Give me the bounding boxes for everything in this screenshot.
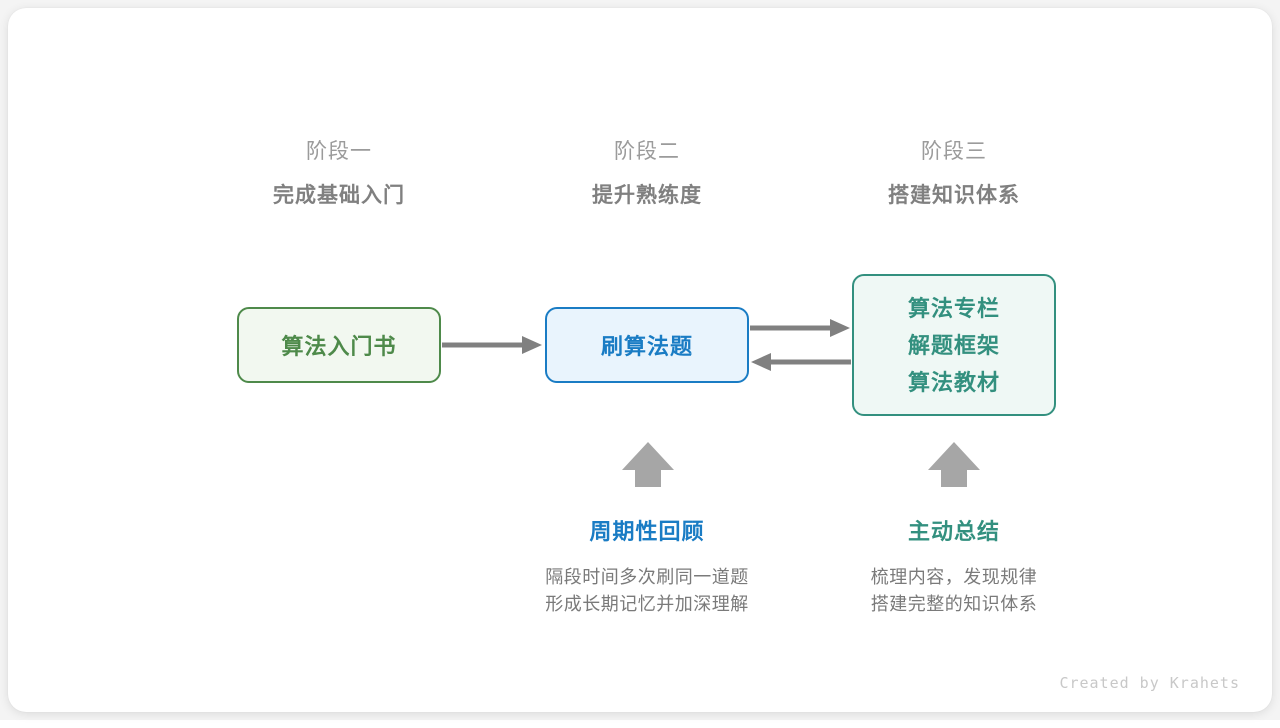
annotation-description-line-1: 梳理内容，发现规律 (870, 567, 1038, 587)
node-label: 刷算法题 (600, 334, 693, 359)
arrow-up-review (622, 442, 674, 487)
stage-header-3: 阶段三 搭建知识体系 (824, 137, 1084, 212)
annotation-description-line-2: 搭建完整的知识体系 (870, 594, 1038, 614)
arrow-book-to-practice (442, 336, 542, 354)
arrow-up-summary (928, 442, 980, 487)
annotation-periodic-review: 周期性回顾 隔段时间多次刷同一道题 形成长期记忆并加深理解 (497, 517, 797, 618)
credit-text: Created by Krahets (1059, 674, 1240, 692)
stage-ordinal-3: 阶段三 (921, 140, 987, 163)
node-label-line-2: 解题框架 (907, 332, 1000, 358)
stage-title-2: 提升熟练度 (592, 184, 702, 207)
node-learning-resources[interactable]: 算法专栏 解题框架 算法教材 (852, 274, 1056, 416)
stage-ordinal-2: 阶段二 (614, 140, 680, 163)
diagram-card: 阶段一 完成基础入门 阶段二 提升熟练度 阶段三 搭建知识体系 算法入门书 刷算… (8, 8, 1272, 712)
stage-title-1: 完成基础入门 (273, 184, 405, 207)
arrow-practice-to-resources (750, 319, 850, 337)
annotation-active-summary: 主动总结 梳理内容，发现规律 搭建完整的知识体系 (804, 517, 1104, 618)
node-algorithm-intro-book[interactable]: 算法入门书 (237, 307, 441, 383)
annotation-title: 主动总结 (907, 519, 1000, 544)
stage-ordinal-1: 阶段一 (306, 140, 372, 163)
arrow-resources-to-practice (751, 353, 851, 371)
node-label-line-3: 算法教材 (907, 369, 1000, 395)
annotation-description: 隔段时间多次刷同一道题 形成长期记忆并加深理解 (497, 564, 797, 618)
annotation-description: 梳理内容，发现规律 搭建完整的知识体系 (804, 564, 1104, 618)
annotation-description-line-1: 隔段时间多次刷同一道题 (545, 567, 749, 587)
node-practice-problems[interactable]: 刷算法题 (545, 307, 749, 383)
stage-header-2: 阶段二 提升熟练度 (517, 137, 777, 212)
annotation-title: 周期性回顾 (589, 519, 705, 544)
stage-header-1: 阶段一 完成基础入门 (209, 137, 469, 212)
node-label-line-1: 算法专栏 (907, 295, 1000, 321)
stage-title-3: 搭建知识体系 (888, 184, 1020, 207)
node-label: 算法入门书 (281, 334, 397, 359)
annotation-description-line-2: 形成长期记忆并加深理解 (545, 594, 749, 614)
